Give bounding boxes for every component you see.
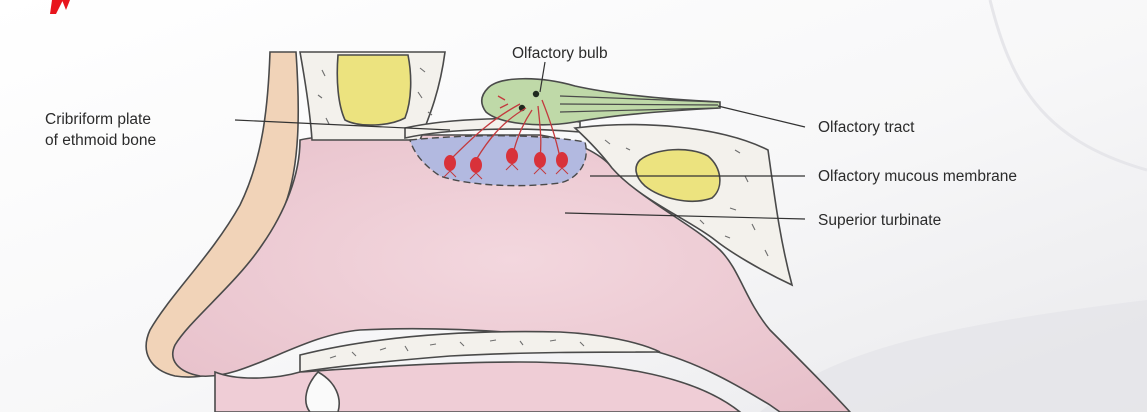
frontal-sinus <box>337 55 410 125</box>
receptor-cell <box>556 152 568 168</box>
label-cribriform-plate-line2: of ethmoid bone <box>45 132 156 149</box>
label-olfactory-bulb: Olfactory bulb <box>512 45 608 62</box>
label-superior-turbinate: Superior turbinate <box>818 212 941 229</box>
label-cribriform-plate-line1: Cribriform plate <box>45 111 151 128</box>
receptor-cell <box>470 157 482 173</box>
mitral-cell-upper <box>533 91 539 97</box>
receptor-cell <box>506 148 518 164</box>
label-olfactory-mucous-membrane: Olfactory mucous membrane <box>818 168 1017 185</box>
receptor-cell <box>534 152 546 168</box>
receptor-cell <box>444 155 456 171</box>
label-olfactory-tract: Olfactory tract <box>818 119 915 136</box>
